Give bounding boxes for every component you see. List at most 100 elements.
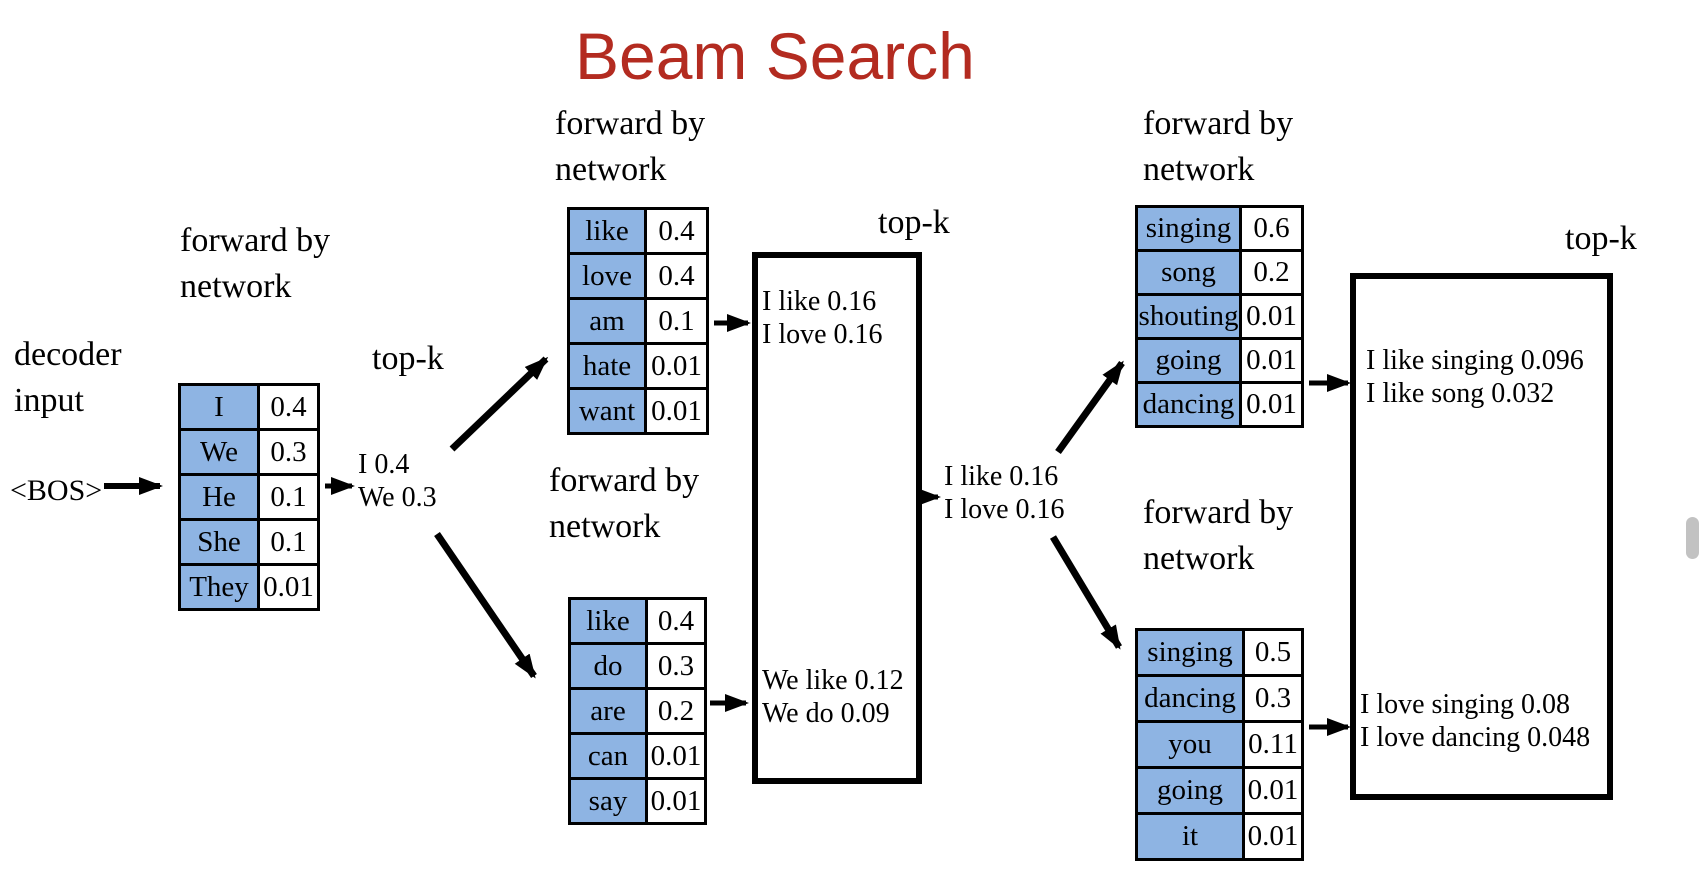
prob-cell: 0.11 <box>1242 720 1304 769</box>
word-cell: can <box>568 732 648 780</box>
prob-cell: 0.1 <box>644 297 709 345</box>
word-cell: He <box>178 473 260 521</box>
prob-cell: 0.6 <box>1239 205 1304 252</box>
prob-cell: 0.3 <box>257 428 320 476</box>
arrow-beam2-up-to-table4 <box>1055 360 1125 455</box>
word-cell: singing <box>1135 205 1242 252</box>
prob-cell: 0.01 <box>257 563 320 611</box>
topk-label-step1: top-k <box>372 340 444 377</box>
word-cell: do <box>568 642 648 690</box>
prob-cell: 0.4 <box>644 207 709 255</box>
word-cell: song <box>1135 249 1242 296</box>
word-cell: going <box>1135 766 1245 815</box>
bos-token: <BOS> <box>10 474 103 507</box>
prob-cell: 0.01 <box>645 777 707 825</box>
word-cell: love <box>567 252 647 300</box>
word-cell: She <box>178 518 260 566</box>
prob-cell: 0.4 <box>645 597 707 645</box>
prob-cell: 0.2 <box>645 687 707 735</box>
word-cell: They <box>178 563 260 611</box>
word-cell: like <box>568 597 648 645</box>
word-cell: it <box>1135 812 1245 861</box>
word-cell: singing <box>1135 628 1245 677</box>
topk-label-step2: top-k <box>878 204 950 241</box>
word-cell: We <box>178 428 260 476</box>
arrow-beam2-down-to-table5 <box>1049 535 1123 650</box>
word-cell: are <box>568 687 648 735</box>
word-cell: am <box>567 297 647 345</box>
prob-cell: 0.01 <box>1239 381 1304 428</box>
prob-cell: 0.01 <box>645 732 707 780</box>
scrollbar-thumb[interactable] <box>1686 517 1699 559</box>
word-cell: want <box>567 387 647 435</box>
prob-cell: 0.4 <box>257 383 320 431</box>
word-cell: going <box>1135 337 1242 384</box>
prob-cell: 0.4 <box>644 252 709 300</box>
word-cell: like <box>567 207 647 255</box>
prob-cell: 0.1 <box>257 473 320 521</box>
arrow-beam1-up-to-table2 <box>449 356 549 452</box>
word-cell: I <box>178 383 260 431</box>
prob-cell: 0.01 <box>1242 766 1304 815</box>
prob-cell: 0.01 <box>644 342 709 390</box>
topk-label-step3: top-k <box>1565 220 1637 257</box>
prob-cell: 0.1 <box>257 518 320 566</box>
prob-cell: 0.01 <box>1239 293 1304 340</box>
prob-cell: 0.01 <box>1242 812 1304 861</box>
prob-cell: 0.5 <box>1242 628 1304 677</box>
word-cell: you <box>1135 720 1245 769</box>
arrow-beam1-down-to-table3 <box>434 532 537 679</box>
topk-box-step2 <box>752 252 922 784</box>
page-title: Beam Search <box>575 19 975 93</box>
word-cell: shouting <box>1135 293 1242 340</box>
word-cell: say <box>568 777 648 825</box>
word-cell: hate <box>567 342 647 390</box>
prob-cell: 0.01 <box>1239 337 1304 384</box>
word-cell: dancing <box>1135 381 1242 428</box>
word-cell: dancing <box>1135 674 1245 723</box>
prob-cell: 0.01 <box>644 387 709 435</box>
prob-cell: 0.3 <box>645 642 707 690</box>
topk-box-step3 <box>1350 273 1613 800</box>
prob-cell: 0.3 <box>1242 674 1304 723</box>
